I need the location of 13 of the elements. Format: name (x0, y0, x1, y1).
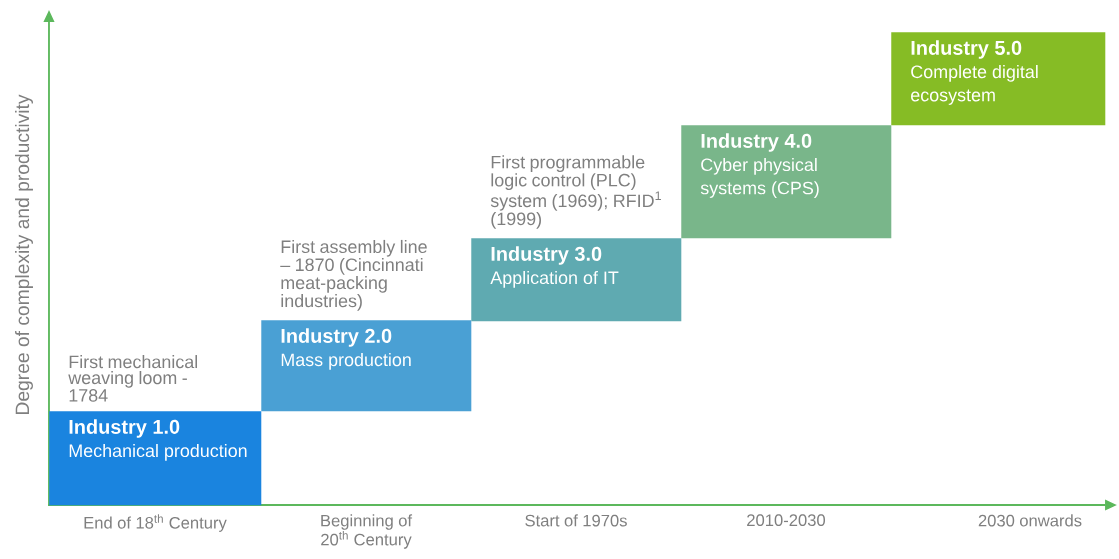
industry-box: Industry 3.0 Application of IT (471, 238, 682, 322)
milestone-text: First assembly line – 1870 (Cincinnati meat-packing industries) (280, 239, 427, 311)
industry-box: Industry 1.0 Mechanical production (49, 411, 262, 506)
axis-label: Beginning of 20$^{th}$ Century (321, 514, 413, 549)
axis-label: 2010-2030 (747, 514, 826, 527)
axis-label: Start of 1970s (525, 514, 627, 527)
industry-box: Industry 4.0 Cyber physical systems (CPS) (681, 125, 892, 239)
milestone-text: First programmable logic control (PLC) system (1969); RFID$^{1}$ (1999) (490, 155, 661, 229)
milestone-text: First mechanical weaving loom - 1784 (68, 355, 198, 402)
axis-title: Degree of complexity and productivity (15, 94, 33, 414)
axis-label: 2030 onwards (978, 514, 1082, 527)
industry-box: Industry 2.0 Mass production (261, 320, 472, 412)
industry-box: Industry 5.0 Complete digital ecosystem (891, 32, 1106, 126)
